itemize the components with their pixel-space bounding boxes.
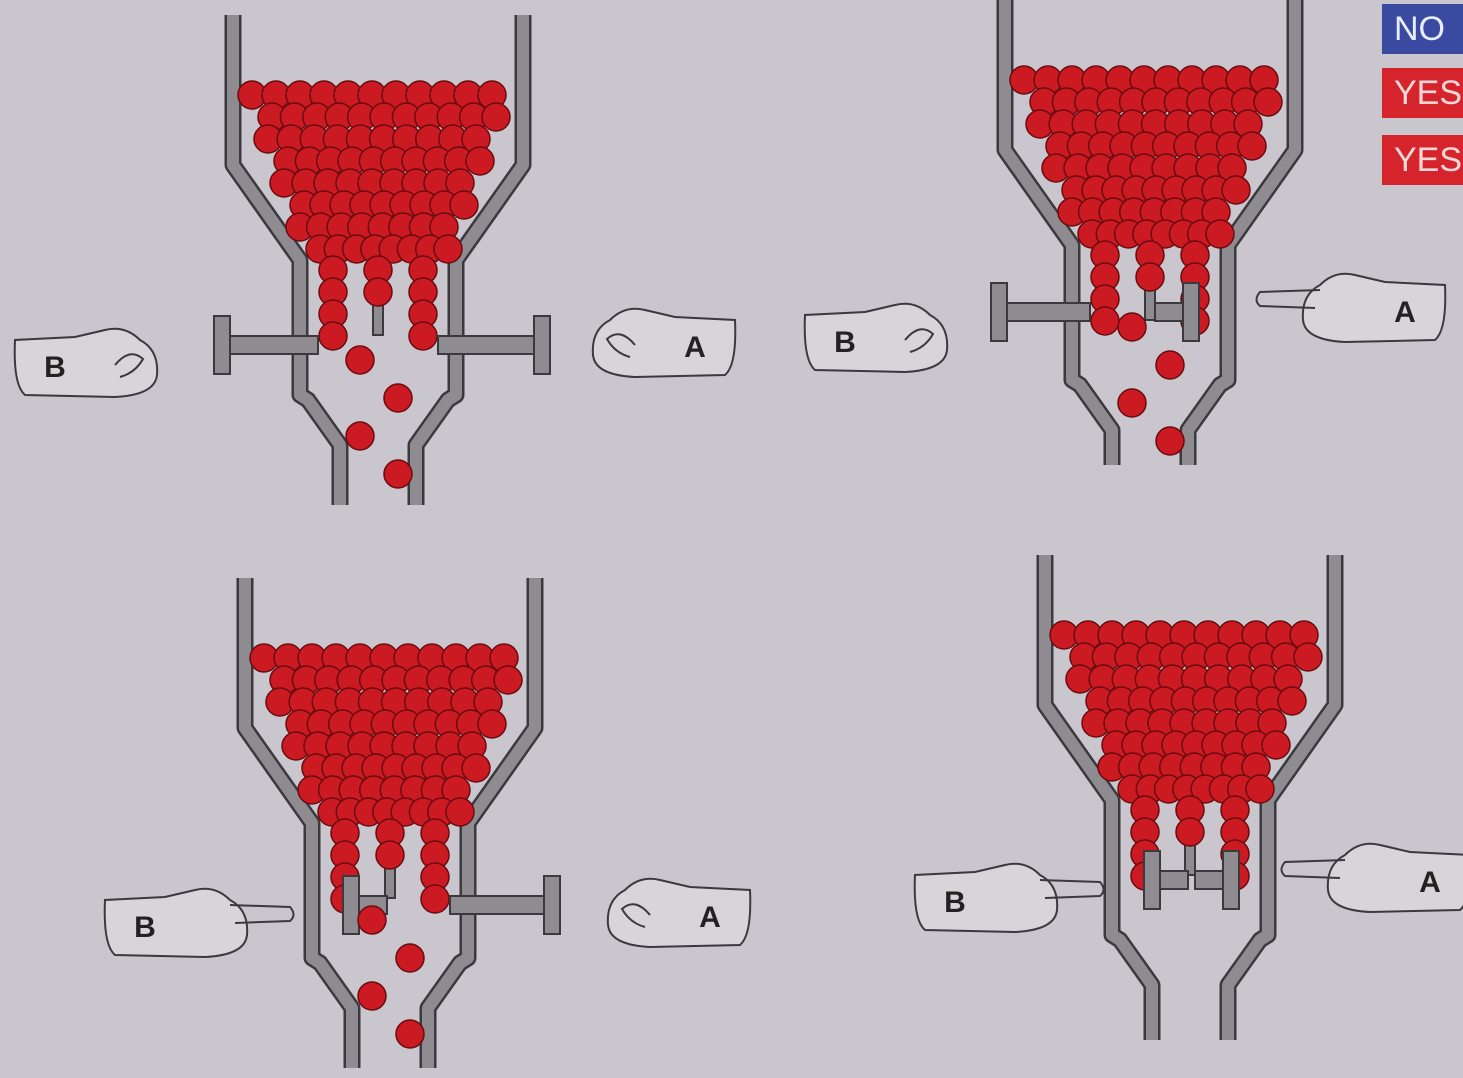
gate-cap-b (991, 283, 1007, 341)
hand-outline (15, 329, 157, 397)
ball (1222, 176, 1250, 204)
hand-outline (593, 309, 735, 377)
gate-bar-b (995, 303, 1090, 321)
ball (376, 841, 404, 869)
yes-badge: YES (1382, 135, 1463, 185)
ball (1091, 307, 1119, 335)
ball (384, 384, 412, 412)
ball (1246, 775, 1274, 803)
ball (1156, 351, 1184, 379)
hand-b: B (105, 889, 294, 957)
gate-cap-b (214, 316, 230, 374)
ball (1254, 88, 1282, 116)
ball (346, 346, 374, 374)
ball (1136, 263, 1164, 291)
ball (409, 322, 437, 350)
gate-cap-a (1223, 851, 1239, 909)
ball (482, 103, 510, 131)
gate-bar-b (218, 336, 318, 354)
yes-badge: YES (1382, 68, 1463, 118)
ball (462, 754, 490, 782)
ball (478, 710, 506, 738)
ball (494, 666, 522, 694)
ball (396, 1020, 424, 1048)
hand-outline (608, 879, 750, 947)
ball (396, 944, 424, 972)
hand-label: B (134, 911, 156, 944)
no-badge: NO (1382, 4, 1463, 54)
hand-label: B (44, 351, 66, 384)
hand-outline (105, 889, 247, 957)
hand-a: A (608, 879, 750, 947)
hand-outline (805, 304, 947, 372)
ball (1118, 313, 1146, 341)
ball (1278, 687, 1306, 715)
hand-a: A (593, 309, 735, 377)
hand-b: B (15, 329, 157, 397)
gate-cap-a (544, 876, 560, 934)
ball (1262, 731, 1290, 759)
hand-label: B (944, 886, 966, 919)
hand-outline (915, 864, 1057, 932)
ball (1118, 389, 1146, 417)
hand-b: B (915, 864, 1104, 932)
hand-outline (1303, 274, 1445, 342)
gate-bar-a (438, 336, 546, 354)
hand-label: A (699, 901, 721, 934)
gate-cap-b (343, 876, 359, 934)
ball (384, 460, 412, 488)
ball (1156, 427, 1184, 455)
hand-outline (1328, 844, 1463, 912)
ball (421, 885, 449, 913)
hand-b: B (805, 304, 947, 372)
gate-cap-b (1144, 851, 1160, 909)
ball (446, 798, 474, 826)
hand-label: B (834, 326, 856, 359)
ball (450, 191, 478, 219)
gate-cap-a (1183, 283, 1199, 341)
hand-a: A (1282, 844, 1463, 912)
ball (358, 982, 386, 1010)
hand-label: A (1394, 296, 1416, 329)
ball (319, 322, 347, 350)
hand-label: A (684, 331, 706, 364)
hand-a: A (1257, 274, 1446, 342)
ball (466, 147, 494, 175)
ball (1206, 220, 1234, 248)
gate-cap-a (534, 316, 550, 374)
ball (1176, 818, 1204, 846)
ball (346, 422, 374, 450)
gate-bar-a (450, 896, 556, 914)
hand-label: A (1419, 866, 1441, 899)
ball (1294, 643, 1322, 671)
ball (1238, 132, 1266, 160)
ball (358, 906, 386, 934)
ball (364, 278, 392, 306)
ball (434, 235, 462, 263)
